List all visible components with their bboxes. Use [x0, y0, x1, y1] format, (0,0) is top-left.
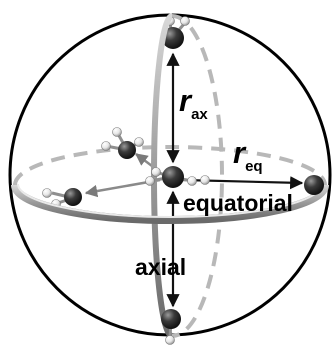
- atom-back-left: [118, 141, 136, 159]
- atom-center: [162, 166, 184, 188]
- ligand-center: [145, 166, 210, 188]
- atom-top-axial: [162, 27, 184, 49]
- ligand-back-left: [101, 127, 144, 159]
- atom-bottom-axial: [161, 309, 181, 329]
- axial-ring-back-dashed: [171, 14, 224, 338]
- atom-front-left: [64, 188, 82, 206]
- r-ax-label: rax: [179, 83, 208, 123]
- ligand-bottom-axial: [161, 309, 181, 345]
- atom-right-equatorial: [304, 175, 324, 195]
- r-eq-label: req: [233, 135, 263, 175]
- equatorial-ring-front-highlight: [17, 183, 323, 218]
- ligand-right-equatorial: [304, 175, 324, 195]
- equatorial-ring-front: [11, 184, 329, 224]
- axial-label: axial: [135, 254, 186, 280]
- equatorial-label: equatorial: [183, 190, 293, 216]
